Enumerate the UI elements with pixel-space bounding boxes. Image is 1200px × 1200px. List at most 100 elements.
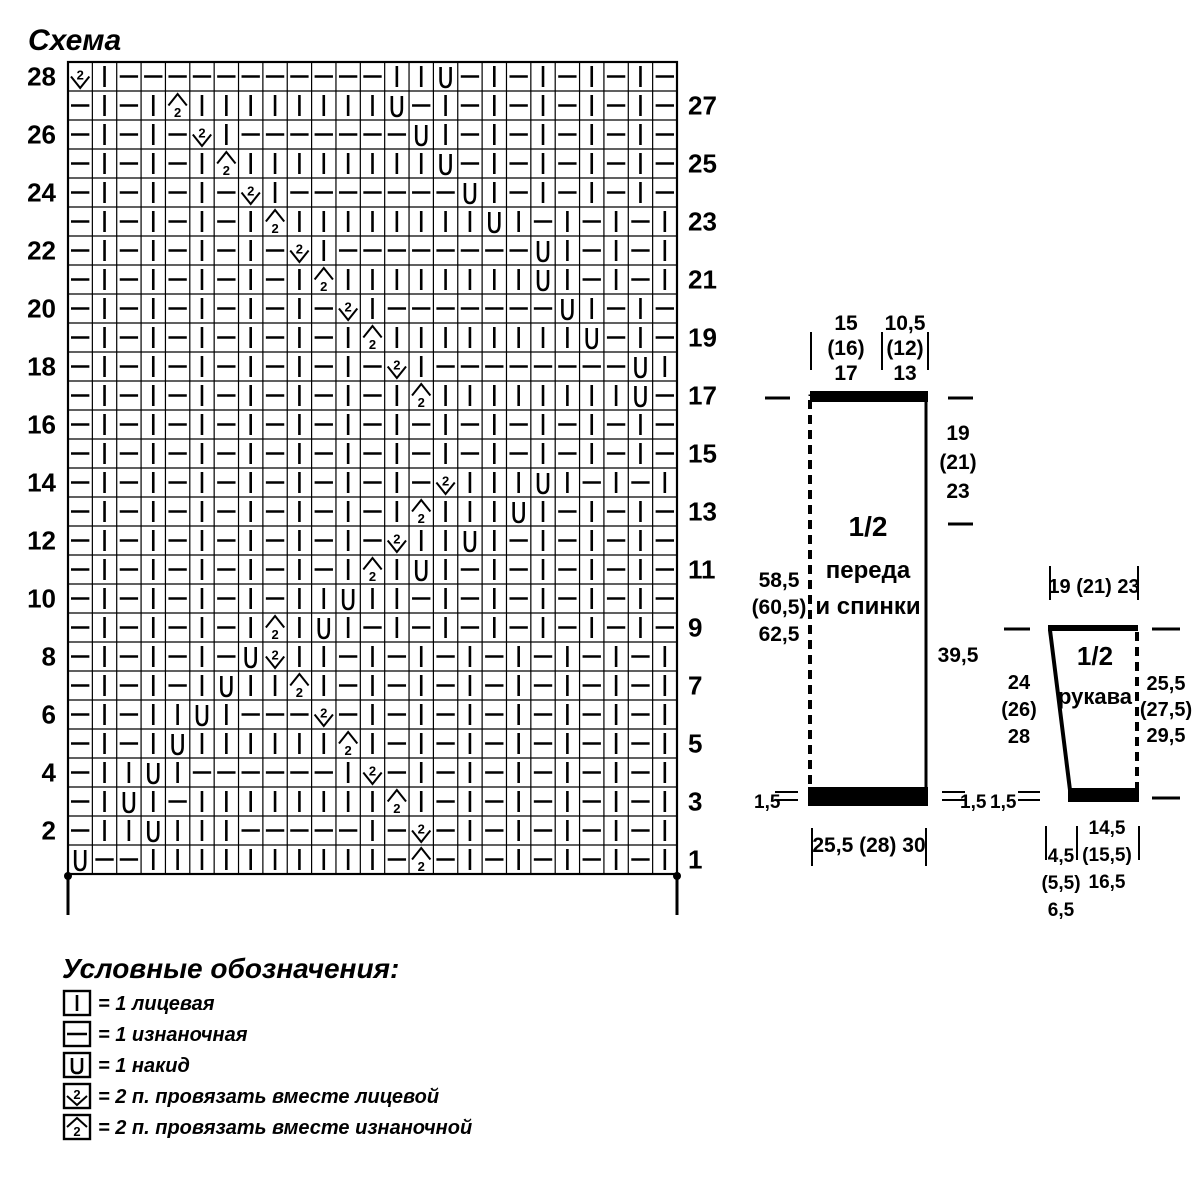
body-right-lower: 39,5 <box>938 644 979 667</box>
svg-text:2: 2 <box>418 859 425 874</box>
sleeve-left-height-1: 24 <box>1008 672 1031 694</box>
body-schematic: 15 (16) 17 10,5 (12) 13 19 (21) 23 39,5 … <box>752 312 987 866</box>
sleeve-cuff-band <box>1068 788 1139 802</box>
legend-purl-label: = 1 изнаночная <box>98 1024 248 1046</box>
body-top-left-1: 15 <box>834 312 858 335</box>
chart-row: 2 <box>71 788 667 816</box>
chart-cell-yo <box>122 792 136 814</box>
row-number: 8 <box>42 642 56 672</box>
chart-cell-yo <box>220 676 233 698</box>
body-left-height-1: 58,5 <box>759 569 800 592</box>
row-number: 26 <box>27 120 56 150</box>
sleeve-right-height-1: 25,5 <box>1147 673 1186 695</box>
row-number: 21 <box>688 265 717 295</box>
sleeve-bottom-right-3: 16,5 <box>1089 872 1126 893</box>
legend-p2tog-symbol: 2 <box>62 1113 92 1141</box>
chart-cell-yo <box>317 618 331 640</box>
chart-row: 2 <box>71 356 667 380</box>
chart-cell-yo <box>634 386 647 408</box>
chart-cell-yo <box>73 850 87 872</box>
body-right-upper-1: 19 <box>946 422 969 445</box>
svg-text:2: 2 <box>271 221 278 236</box>
row-number: 9 <box>688 613 702 643</box>
svg-text:2: 2 <box>320 279 327 294</box>
svg-text:2: 2 <box>296 242 303 257</box>
svg-text:2: 2 <box>271 648 278 663</box>
chart-cell-k2tog: 2 <box>386 532 407 554</box>
chart-base-markers <box>64 872 681 915</box>
chart-row: 2 <box>71 730 667 758</box>
chart-cell-k2tog: 2 <box>338 300 359 322</box>
chart-cell-yo <box>439 154 452 176</box>
chart-row <box>71 414 674 435</box>
chart-row: 2 <box>71 92 674 120</box>
body-right-upper-3: 23 <box>946 480 969 503</box>
body-left-height-3: 62,5 <box>759 623 800 646</box>
chart-cell-p2tog: 2 <box>411 846 432 874</box>
row-number: 6 <box>42 700 56 730</box>
row-number: 2 <box>42 816 56 846</box>
chart-row: 2 <box>71 672 667 700</box>
body-label-line3: и спинки <box>815 593 920 620</box>
chart-row: 2 <box>71 124 674 148</box>
row-number: 23 <box>688 207 717 237</box>
chart-cell-p2tog: 2 <box>386 788 407 816</box>
sleeve-schematic: 19 (21) 23 1/2 рукава 24 (26) 28 25,5 (2… <box>990 566 1192 921</box>
chart-cell-yo <box>414 125 428 147</box>
chart-row: 2 <box>71 240 667 264</box>
chart-row: 2 <box>71 530 674 554</box>
sleeve-right-height-3: 29,5 <box>1147 725 1186 747</box>
svg-text:2: 2 <box>77 68 84 83</box>
chart-row <box>71 588 674 611</box>
legend-yo-label: = 1 накид <box>98 1055 190 1077</box>
chart-row: 2 <box>71 298 674 322</box>
chart-cell-yo <box>439 67 452 89</box>
row-number: 18 <box>27 352 56 382</box>
body-top-right-2: (12) <box>886 337 923 360</box>
svg-text:2: 2 <box>320 706 327 721</box>
chart-row: 2 <box>71 704 667 728</box>
chart-cell-p2tog: 2 <box>313 266 334 294</box>
body-bottom-width: 25,5 (28) 30 <box>812 834 925 857</box>
chart-row: 2 <box>73 846 667 874</box>
sleeve-hem-left: 1,5 <box>990 792 1017 813</box>
chart-cell-p2tog: 2 <box>362 324 383 352</box>
svg-text:2: 2 <box>393 532 400 547</box>
chart-cell-yo <box>341 589 355 611</box>
chart-cell-k2tog: 2 <box>289 242 310 264</box>
legend-k2tog-label: = 2 п. провязать вместе лицевой <box>98 1086 439 1108</box>
chart-cell-k2tog: 2 <box>386 358 407 380</box>
row-number: 19 <box>688 323 717 353</box>
body-top-right-3: 13 <box>893 362 916 385</box>
chart-cell-k2tog: 2 <box>70 68 91 90</box>
chart-cell-k2tog: 2 <box>411 822 432 844</box>
legend-item: 2= 2 п. провязать вместе изнаночной <box>62 1113 472 1141</box>
row-number: 13 <box>688 497 717 527</box>
sleeve-bottom-left-1: 4,5 <box>1048 846 1075 867</box>
chart-cell-p2tog: 2 <box>289 672 310 700</box>
legend-knit-symbol <box>62 989 92 1017</box>
sleeve-bottom-right-1: 14,5 <box>1089 818 1126 839</box>
svg-text:2: 2 <box>442 474 449 489</box>
chart-row: 2 <box>71 266 667 294</box>
row-number: 24 <box>27 178 56 208</box>
svg-text:2: 2 <box>345 743 352 758</box>
legend-yo-symbol <box>62 1051 92 1079</box>
legend-knit-label: = 1 лицевая <box>98 993 215 1015</box>
chart-cell-p2tog: 2 <box>362 556 383 584</box>
row-number: 7 <box>688 671 702 701</box>
sleeve-label-fraction: 1/2 <box>1077 641 1113 671</box>
body-top-left-2: (16) <box>827 337 864 360</box>
chart-row: 2 <box>70 66 674 90</box>
chart-cell-k2tog: 2 <box>435 474 456 496</box>
chart-cell-yo <box>536 270 550 292</box>
chart-row: 2 <box>71 324 674 352</box>
body-hem-right: 1,5 <box>960 792 987 813</box>
chart-row: 2 <box>71 820 667 844</box>
sleeve-right-height-2: (27,5) <box>1140 699 1192 721</box>
chart-cell-yo <box>195 705 209 727</box>
chart-cell-k2tog: 2 <box>265 648 286 670</box>
row-number: 16 <box>27 410 56 440</box>
